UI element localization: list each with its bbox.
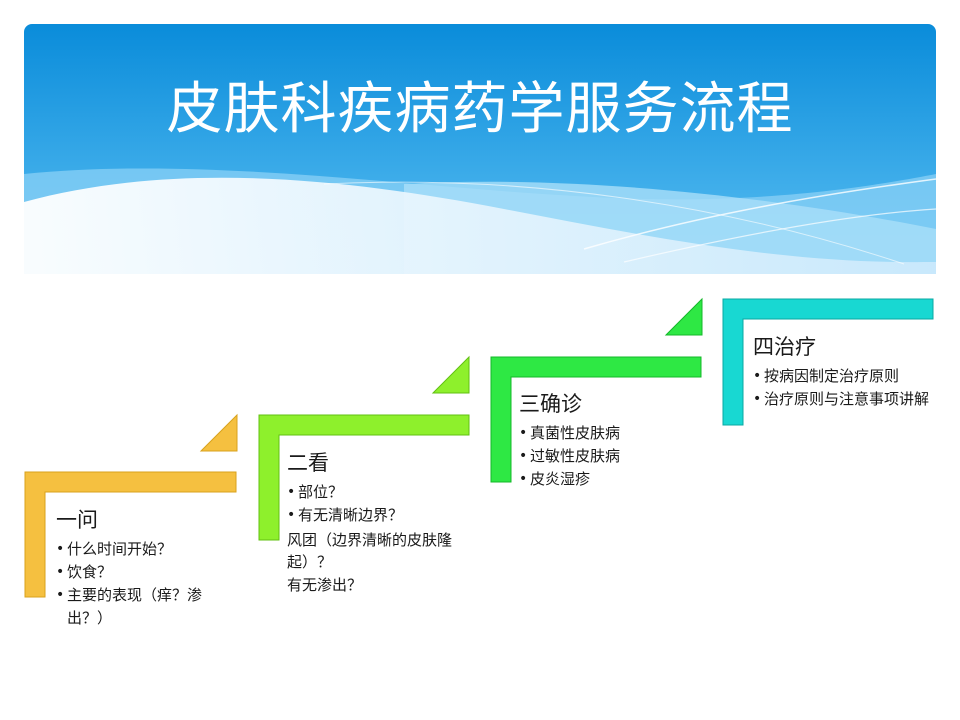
- list-item: 过敏性皮肤病: [519, 445, 699, 468]
- list-item: 什么时间开始？: [56, 538, 236, 561]
- step-2-triangle: [431, 355, 470, 394]
- list-item: 部位？: [287, 481, 472, 504]
- step-4-heading: 四治疗: [753, 335, 816, 359]
- step-4-list: 按病因制定治疗原则 治疗原则与注意事项讲解: [753, 365, 931, 411]
- title-banner: [24, 24, 936, 274]
- banner-background: [24, 24, 936, 274]
- step-1-triangle: [199, 413, 238, 452]
- step-1-shape: [24, 413, 238, 598]
- step-2-list: 部位？ 有无清晰边界？: [287, 481, 472, 527]
- list-item: 治疗原则与注意事项讲解: [753, 388, 931, 411]
- list-item: 主要的表现（痒？渗出？）: [56, 584, 236, 630]
- step-3-shape: [490, 297, 703, 483]
- step-2-heading: 二看: [287, 451, 329, 475]
- step-1-heading: 一问: [56, 508, 98, 532]
- step-2-extra-1: 风团（边界清晰的皮肤隆起）？: [287, 531, 453, 571]
- step-1-list: 什么时间开始？ 饮食？ 主要的表现（痒？渗出？）: [56, 538, 236, 630]
- list-item: 皮炎湿疹: [519, 468, 699, 491]
- list-item: 真菌性皮肤病: [519, 422, 699, 445]
- step-2-extra-2: 有无渗出？: [287, 576, 363, 594]
- step-4-shape: [722, 298, 934, 426]
- page-title: 皮肤科疾病药学服务流程: [166, 77, 794, 142]
- step-3-triangle: [664, 297, 703, 336]
- step-2-shape: [258, 355, 470, 541]
- step-3-list: 真菌性皮肤病 过敏性皮肤病 皮炎湿疹: [519, 422, 699, 491]
- step-3-heading: 三确诊: [519, 392, 582, 416]
- list-item: 有无清晰边界？: [287, 504, 472, 527]
- list-item: 饮食？: [56, 561, 236, 584]
- list-item: 按病因制定治疗原则: [753, 365, 931, 388]
